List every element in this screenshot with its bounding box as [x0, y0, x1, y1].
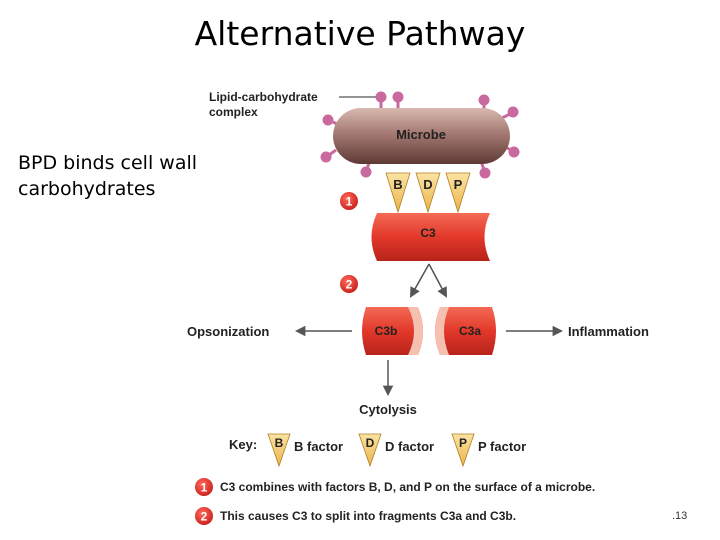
key-label: Key: [229, 437, 257, 452]
svg-text:B factor: B factor [294, 439, 343, 454]
c3-label: C3 [420, 226, 436, 240]
legend-step-1: 1 C3 combines with factors B, D, and P o… [195, 478, 595, 496]
c3b-fragment: C3b [362, 307, 423, 355]
c3-molecule [371, 213, 490, 261]
c3b-label: C3b [375, 324, 398, 338]
svg-text:B: B [393, 177, 402, 192]
svg-text:1: 1 [201, 481, 208, 495]
svg-text:D factor: D factor [385, 439, 434, 454]
svg-text:This causes C3 to split into f: This causes C3 to split into fragments C… [220, 509, 516, 523]
key-item-d: D D factor [358, 433, 434, 468]
inflammation-label: Inflammation [568, 324, 649, 339]
svg-text:P factor: P factor [478, 439, 526, 454]
svg-text:P: P [459, 436, 467, 450]
surface-carbohydrate-nubs [320, 91, 520, 179]
c3a-label: C3a [459, 324, 481, 338]
legend-step-2: 2 This causes C3 to split into fragments… [195, 507, 516, 525]
cytolysis-label: Cytolysis [359, 402, 417, 417]
microbe-label: Microbe [396, 127, 446, 142]
lipid-label-line2: complex [209, 105, 258, 119]
c3a-fragment: C3a [435, 307, 496, 355]
factor-b: B [385, 172, 411, 214]
slide-number: .13 [672, 510, 688, 522]
key-item-b: B B factor [267, 433, 343, 468]
svg-text:B: B [275, 436, 284, 450]
svg-text:D: D [366, 436, 375, 450]
microbe-body [333, 108, 510, 164]
svg-text:D: D [423, 177, 432, 192]
svg-text:1: 1 [346, 195, 353, 209]
svg-text:2: 2 [201, 510, 208, 524]
split-arrow-right [428, 263, 447, 298]
factor-p: P [445, 172, 471, 214]
key-item-p: P P factor [451, 433, 526, 468]
opsonization-label: Opsonization [187, 324, 269, 339]
side-note: BPD binds cell wall carbohydrates [18, 152, 198, 200]
step-1-marker: 1 [340, 192, 358, 210]
lipid-label-line1: Lipid-carbohydrate [209, 90, 318, 104]
svg-text:C3 combines with factors B, D,: C3 combines with factors B, D, and P on … [220, 480, 595, 494]
factor-d: D [415, 172, 441, 214]
slide-title: Alternative Pathway [194, 14, 526, 53]
svg-text:2: 2 [346, 278, 353, 292]
step-2-marker: 2 [340, 275, 358, 293]
svg-text:P: P [454, 177, 463, 192]
split-arrow-left [409, 263, 430, 298]
